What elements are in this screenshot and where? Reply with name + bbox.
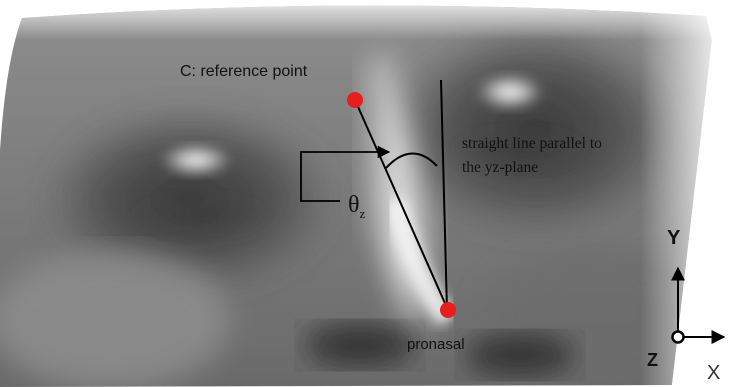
parallel-line-label-line2: the yz-plane	[462, 159, 538, 176]
coordinate-axes: Y X Z	[647, 227, 726, 384]
reference-point-c-marker	[347, 92, 363, 108]
reference-to-pronasal-line	[354, 99, 449, 311]
scan-cut-edge	[672, 0, 731, 387]
reference-point-label: C: reference point	[180, 63, 308, 80]
theta-symbol: θ	[348, 192, 360, 218]
angle-theta-arc	[385, 152, 438, 169]
z-axis-origin	[671, 330, 685, 344]
axis-y-label: Y	[667, 227, 681, 249]
pronasal-label: pronasal	[407, 336, 465, 353]
theta-z-label: θz	[348, 192, 366, 221]
axis-x-label: X	[707, 362, 720, 384]
axis-z-label: Z	[647, 350, 658, 370]
parallel-to-yz-plane-line	[440, 79, 448, 311]
pronasal-marker	[440, 302, 456, 318]
theta-callout-bracket	[300, 145, 391, 202]
parallel-line-label-line1: straight line parallel to	[462, 135, 602, 152]
theta-subscript: z	[360, 206, 366, 221]
